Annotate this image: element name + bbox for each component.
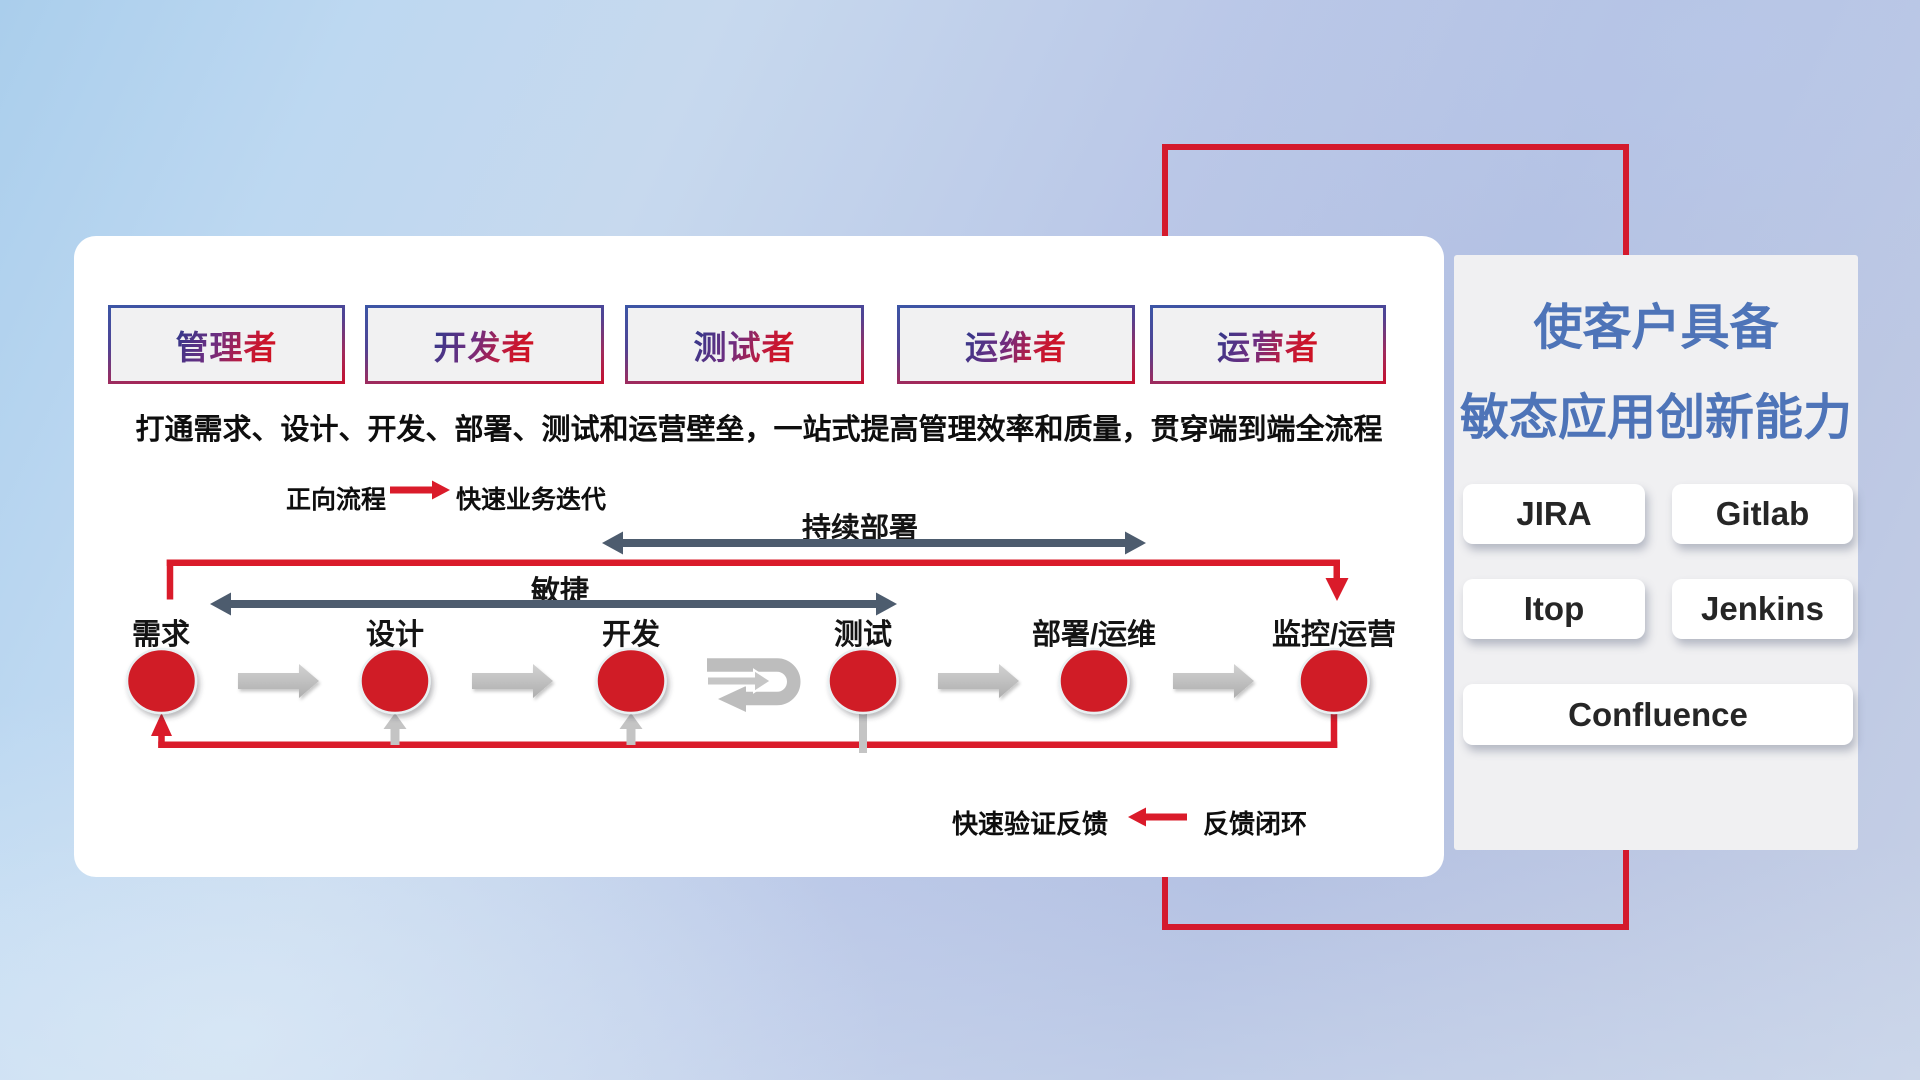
stage-circle-design: [359, 647, 431, 715]
role-label: 开发者: [434, 321, 536, 369]
legend-forward-label: 正向流程: [286, 486, 387, 514]
stage-label-design: 设计: [365, 619, 424, 651]
stage-label-requirement: 需求: [131, 619, 190, 651]
feedback-arrow-icon: [1128, 807, 1187, 827]
role-label: 管理者: [176, 321, 278, 369]
return-up-arrows: [383, 712, 867, 753]
stage-label-deploy-ops: 部署/运维: [1031, 619, 1157, 651]
stage-circle-deploy-ops: [1058, 647, 1130, 715]
side-panel-title-line1: 使客户具备: [1533, 301, 1779, 355]
stage-circle-monitor-operate: [1298, 647, 1370, 715]
stage-arrows: [238, 664, 1254, 698]
tool-button-gitlab[interactable]: Gitlab: [1672, 484, 1853, 544]
role-label: 运营者: [1217, 321, 1319, 369]
role-box-manager: 管理者: [108, 305, 345, 384]
continuous-deploy-arrow: [602, 531, 1146, 555]
agile-arrow: [210, 592, 897, 616]
tool-button-jira[interactable]: JIRA: [1463, 484, 1645, 544]
side-panel-title-line2: 敏态应用创新能力: [1459, 391, 1852, 445]
stage-circles: [125, 647, 1370, 715]
tool-button-confluence[interactable]: Confluence: [1463, 684, 1853, 745]
legend-feedback-desc: 快速验证反馈: [952, 809, 1109, 839]
stage-circle-test: [827, 647, 899, 715]
legend-forward-desc: 快速业务迭代: [456, 486, 607, 514]
role-box-tester: 测试者: [625, 305, 864, 384]
stage-label-develop: 开发: [601, 619, 660, 651]
role-label: 运维者: [965, 321, 1067, 369]
role-box-developer: 开发者: [365, 305, 604, 384]
stage-circle-develop: [595, 647, 667, 715]
stage-label-test: 测试: [833, 619, 892, 651]
side-panel: [1454, 255, 1858, 850]
feedback-loop-line: [151, 710, 1338, 748]
role-box-ops: 运维者: [897, 305, 1135, 384]
iterate-uturn-arrow: [706, 658, 801, 712]
headline-text: 打通需求、设计、开发、部署、测试和运营壁垒，一站式提高管理效率和质量，贯穿端到端…: [135, 414, 1383, 446]
role-label: 测试者: [694, 321, 796, 369]
role-box-operator: 运营者: [1150, 305, 1386, 384]
forward-arrow-icon: [390, 480, 450, 500]
tool-button-jenkins[interactable]: Jenkins: [1672, 579, 1853, 639]
stage-circle-requirement: [125, 647, 198, 715]
legend-feedback-label: 反馈闭环: [1203, 809, 1308, 839]
tool-button-itop[interactable]: Itop: [1463, 579, 1645, 639]
forward-loop-line: [166, 559, 1349, 601]
stage-label-monitor-operate: 监控/运营: [1271, 619, 1397, 651]
